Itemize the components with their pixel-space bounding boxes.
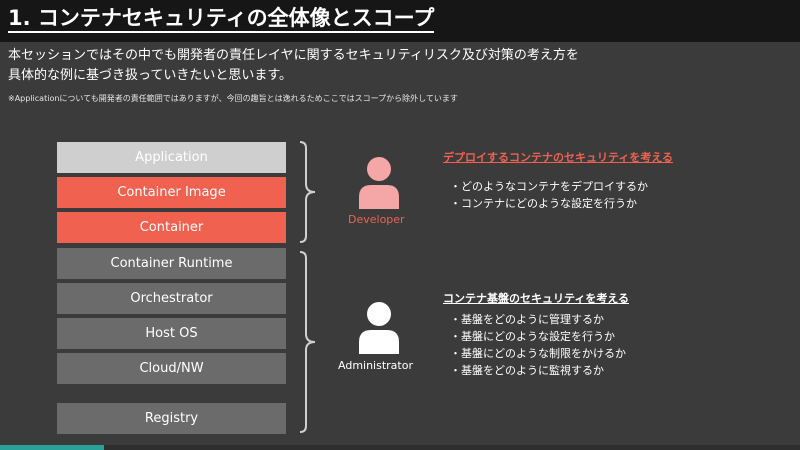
developer-label: Developer [348, 213, 405, 226]
list-item: ・基盤にどのような設定を行うか [450, 330, 615, 343]
list-item: ・コンテナにどのような設定を行うか [450, 197, 637, 210]
layer-cloud-nw: Cloud/NW [57, 353, 286, 384]
administrator-section-title: コンテナ基盤のセキュリティを考える [443, 292, 630, 305]
layer-host-os: Host OS [57, 318, 286, 349]
slide-progress-bar [0, 445, 104, 450]
layer-container-runtime: Container Runtime [57, 248, 286, 279]
developer-bullet-list: ・どのようなコンテナをデプロイするか ・コンテナにどのような設定を行うか [450, 178, 648, 212]
slide-title: 1. コンテナセキュリティの全体像とスコープ [8, 5, 435, 33]
scope-note: ※Applicationについても開発者の責任範囲ではありますが、今回の趣旨とは… [8, 94, 458, 103]
list-item: ・基盤をどのように監視するか [450, 364, 604, 377]
list-item: ・どのようなコンテナをデプロイするか [450, 180, 648, 193]
developer-bracket [299, 141, 316, 243]
layer-container: Container [57, 212, 286, 243]
slide-progress-track [0, 445, 800, 450]
administrator-label: Administrator [338, 359, 413, 372]
list-item: ・基盤をどのように管理するか [450, 313, 604, 326]
layer-orchestrator: Orchestrator [57, 283, 286, 314]
intro-line-1: 本セッションではその中でも開発者の責任レイヤに関するセキュリティリスク及び対策の… [8, 48, 579, 63]
intro-text: 本セッションではその中でも開発者の責任レイヤに関するセキュリティリスク及び対策の… [8, 46, 579, 86]
developer-person-icon [359, 157, 399, 209]
layer-registry: Registry [57, 403, 286, 434]
layer-container-image: Container Image [57, 177, 286, 208]
layer-application: Application [57, 142, 286, 173]
administrator-bracket [299, 251, 316, 433]
intro-line-2: 具体的な例に基づき扱っていきたいと思います。 [8, 68, 293, 83]
title-bar: 1. コンテナセキュリティの全体像とスコープ [0, 0, 800, 42]
administrator-bullet-list: ・基盤をどのように管理するか ・基盤にどのような設定を行うか ・基盤にどのような… [450, 311, 626, 379]
developer-section-title: デプロイするコンテナのセキュリティを考える [443, 151, 674, 164]
list-item: ・基盤にどのような制限をかけるか [450, 347, 626, 360]
administrator-person-icon [359, 302, 399, 354]
